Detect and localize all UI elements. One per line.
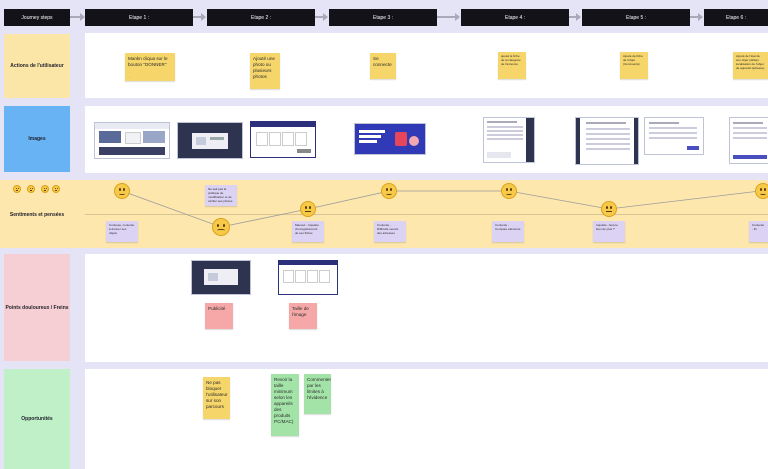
step-header-3: Etape 3 : xyxy=(329,9,437,26)
connector-arrow xyxy=(690,16,700,18)
row-label-feelings-text: Sentiments et pensées xyxy=(9,212,65,218)
arrow-head-icon xyxy=(576,13,581,21)
action-note-2-text: Ajouté une photo ou plusieurs photos xyxy=(253,56,275,79)
lane-pain-points xyxy=(85,254,768,362)
legend-sad-icon xyxy=(52,185,60,193)
step-header-5: Etape 5 : xyxy=(582,9,690,26)
feeling-note-2[interactable]: Ne sait pas la politique de modification… xyxy=(205,185,237,206)
step-header-1-label: Etape 1 : xyxy=(128,14,149,21)
pain-note-1-text: Publicité xyxy=(208,306,226,311)
emotion-happy-icon xyxy=(755,183,768,199)
connector-arrow xyxy=(193,16,203,18)
step-header-2-label: Etape 2 : xyxy=(250,14,271,21)
step-header-4-label: Etape 4 : xyxy=(504,14,525,21)
action-note-4[interactable]: ajouté la fiche de la catégorie de l'ann… xyxy=(498,52,526,79)
feeling-note-2-text: Ne sait pas la politique de modification… xyxy=(208,187,233,203)
step-header-6-label: Etape 6 : xyxy=(725,14,746,21)
screenshot-category-form xyxy=(483,117,535,163)
step-header-4: Etape 4 : xyxy=(461,9,569,26)
opportunity-note-2[interactable]: Revoir la taille minimum selon les appar… xyxy=(271,374,299,436)
action-note-6[interactable]: Ajouté de l'état de son objet (utilisé) … xyxy=(733,52,768,79)
row-label-images: Images xyxy=(4,106,70,172)
pain-note-2[interactable]: Taille de l'image xyxy=(289,303,317,329)
journey-steps-label-text: Journey steps xyxy=(21,14,53,21)
feeling-note-4-text: Contente - Difficulté venant des adresse… xyxy=(377,223,399,235)
arrow-head-icon xyxy=(80,13,85,21)
action-note-5-text: Ajouté de fiche de l'objet (Commenté) xyxy=(623,54,643,66)
step-header-1: Etape 1 : xyxy=(85,9,193,26)
action-note-6-text: Ajouté de l'état de son objet (utilisé) … xyxy=(736,54,765,70)
action-note-2[interactable]: Ajouté une photo ou plusieurs photos xyxy=(250,53,280,89)
opportunity-note-1-text: Ne pas bloquer l'utilisateur sur son par… xyxy=(206,380,228,409)
row-label-pain-points: Points douloureux / Freins xyxy=(4,254,70,361)
screenshot-popup-dark xyxy=(177,122,243,159)
pain-screenshot-upload xyxy=(278,260,338,295)
action-note-3-text: Se connecte xyxy=(373,56,392,67)
opportunity-note-3-text: Commenter par les limites à l'évidence xyxy=(307,377,331,400)
feeling-note-5-text: Contente - Compare éléments xyxy=(495,223,521,231)
emotion-happy-icon xyxy=(381,183,397,199)
journey-steps-label: Journey steps xyxy=(4,9,70,26)
opportunity-note-1[interactable]: Ne pas bloquer l'utilisateur sur son par… xyxy=(203,377,230,419)
screenshot-photo-upload xyxy=(250,121,316,158)
action-note-5[interactable]: Ajouté de fiche de l'objet (Commenté) xyxy=(620,52,648,79)
feeling-note-6[interactable]: Inquiète - Est-ce bien de plus ? xyxy=(593,221,625,242)
note-meta: ... xyxy=(128,75,131,79)
row-label-opportunities: Opportunités xyxy=(4,369,70,469)
legend-neutral-icon xyxy=(27,185,35,193)
arrow-head-icon xyxy=(323,13,328,21)
emotion-happy-icon xyxy=(501,183,517,199)
feeling-note-5[interactable]: Contente - Compare éléments xyxy=(492,221,524,242)
emotion-neutral-icon xyxy=(300,201,316,217)
legend-neutral-icon xyxy=(41,185,49,193)
step-header-6: Etape 6 : xyxy=(704,9,768,26)
emotion-sad-icon xyxy=(212,218,230,236)
action-note-4-text: ajouté la fiche de la catégorie de l'ann… xyxy=(501,54,521,66)
connector-arrow xyxy=(569,16,577,18)
pain-screenshot-popup xyxy=(191,260,251,295)
row-label-actions: Actions de l'utilisateur xyxy=(4,34,70,98)
row-label-images-text: Images xyxy=(28,136,46,142)
step-header-5-label: Etape 5 : xyxy=(625,14,646,21)
screenshot-address-form xyxy=(729,117,768,164)
screenshot-login-page xyxy=(354,123,426,155)
row-label-actions-text: Actions de l'utilisateur xyxy=(10,63,64,69)
screenshot-object-form xyxy=(575,117,639,165)
row-label-opportunities-text: Opportunités xyxy=(21,416,53,422)
action-note-3[interactable]: Se connecte xyxy=(370,53,396,79)
connector-arrow xyxy=(437,16,457,18)
step-header-3-label: Etape 3 : xyxy=(372,14,393,21)
opportunity-note-3[interactable]: Commenter par les limites à l'évidence xyxy=(304,374,331,414)
pain-note-1[interactable]: Publicité xyxy=(205,303,233,329)
opportunity-note-2-text: Revoir la taille minimum selon les appar… xyxy=(274,377,294,424)
feeling-note-1-text: Curieuse, contente à donner ses objets xyxy=(109,223,135,235)
row-label-feelings: Sentiments et pensées xyxy=(4,200,70,230)
pain-note-2-text: Taille de l'image xyxy=(292,306,309,317)
arrow-head-icon xyxy=(201,13,206,21)
action-note-1[interactable]: Mankn cliqua sur le bouton "DONNER"... xyxy=(125,53,175,81)
connector-arrow xyxy=(315,16,325,18)
action-note-1-text: Mankn cliqua sur le bouton "DONNER" xyxy=(128,56,168,67)
emotion-happy-icon xyxy=(114,183,130,199)
feeling-note-4[interactable]: Contente - Difficulté venant des adresse… xyxy=(374,221,406,242)
arrow-head-icon xyxy=(698,13,703,21)
feeling-note-3[interactable]: Mauvez - Inquiète d'enregistrement de se… xyxy=(292,221,324,242)
row-label-pain-points-text: Points douloureux / Freins xyxy=(5,304,69,311)
lane-actions xyxy=(85,33,768,98)
screenshot-homepage xyxy=(94,122,170,159)
legend-smile-icon xyxy=(13,185,21,193)
screenshot-state-form xyxy=(644,117,704,155)
connector-arrow xyxy=(70,16,82,18)
feeling-note-7-text: Contente - fin xyxy=(752,223,765,231)
lane-opportunities xyxy=(85,369,768,469)
feelings-baseline xyxy=(85,214,768,215)
feeling-note-7[interactable]: Contente - fin xyxy=(749,221,768,242)
feeling-note-1[interactable]: Curieuse, contente à donner ses objets xyxy=(106,221,138,242)
arrow-head-icon xyxy=(455,13,460,21)
feeling-note-6-text: Inquiète - Est-ce bien de plus ? xyxy=(596,223,618,231)
emotion-neutral-icon xyxy=(601,201,617,217)
feeling-note-3-text: Mauvez - Inquiète d'enregistrement de se… xyxy=(295,223,319,235)
step-header-2: Etape 2 : xyxy=(207,9,315,26)
